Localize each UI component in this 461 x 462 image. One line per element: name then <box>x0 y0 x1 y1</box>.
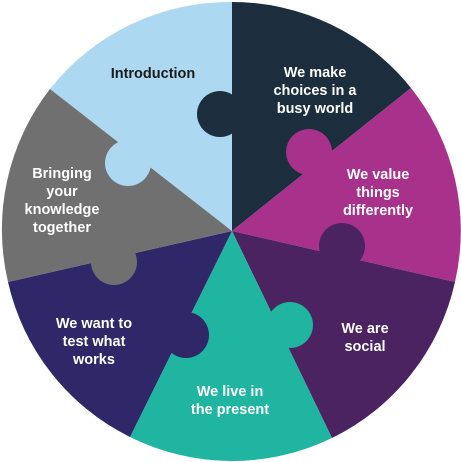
label-test-line: test what <box>63 334 126 350</box>
label-test-line: works <box>72 352 115 368</box>
label-social-line: We are <box>341 321 388 337</box>
piece-present <box>130 231 332 461</box>
knob-knowledge <box>91 239 137 285</box>
knob-social <box>319 223 365 269</box>
label-introduction-line: Introduction <box>111 66 196 82</box>
label-present: We live in the present <box>191 384 269 418</box>
knob-test <box>163 312 209 358</box>
label-value: We value things differently <box>343 167 413 219</box>
label-present-line: We live in <box>197 384 264 400</box>
label-value-line: We value <box>347 167 410 183</box>
piece-choices <box>232 1 411 232</box>
label-knowledge-line: knowledge <box>25 202 100 218</box>
label-knowledge-line: Bringing <box>32 166 92 182</box>
label-value-line: differently <box>343 203 413 219</box>
piece-test <box>8 231 232 437</box>
knob-introduction <box>105 140 151 186</box>
label-test: We want to test what works <box>56 316 132 368</box>
label-social: We are social <box>341 321 388 355</box>
label-test-line: We want to <box>56 316 132 332</box>
piece-introduction <box>50 1 232 232</box>
knob-present <box>267 302 313 348</box>
label-introduction: Introduction <box>111 66 196 82</box>
label-social-line: social <box>344 339 385 355</box>
piece-knowledge <box>1 89 232 282</box>
piece-social <box>232 231 455 438</box>
label-value-line: things <box>356 185 400 201</box>
label-choices-line: busy world <box>277 101 354 117</box>
label-choices: We make choices in a busy world <box>273 65 357 117</box>
label-choices-line: We make <box>284 65 347 81</box>
knob-choices <box>197 91 243 137</box>
label-knowledge-line: together <box>33 220 91 236</box>
label-present-line: the present <box>191 402 269 418</box>
label-knowledge: Bringing your knowledge together <box>25 166 100 236</box>
label-knowledge-line: your <box>46 184 78 200</box>
label-choices-line: choices in a <box>273 83 357 99</box>
piece-value <box>232 88 461 282</box>
knob-value <box>286 129 332 175</box>
